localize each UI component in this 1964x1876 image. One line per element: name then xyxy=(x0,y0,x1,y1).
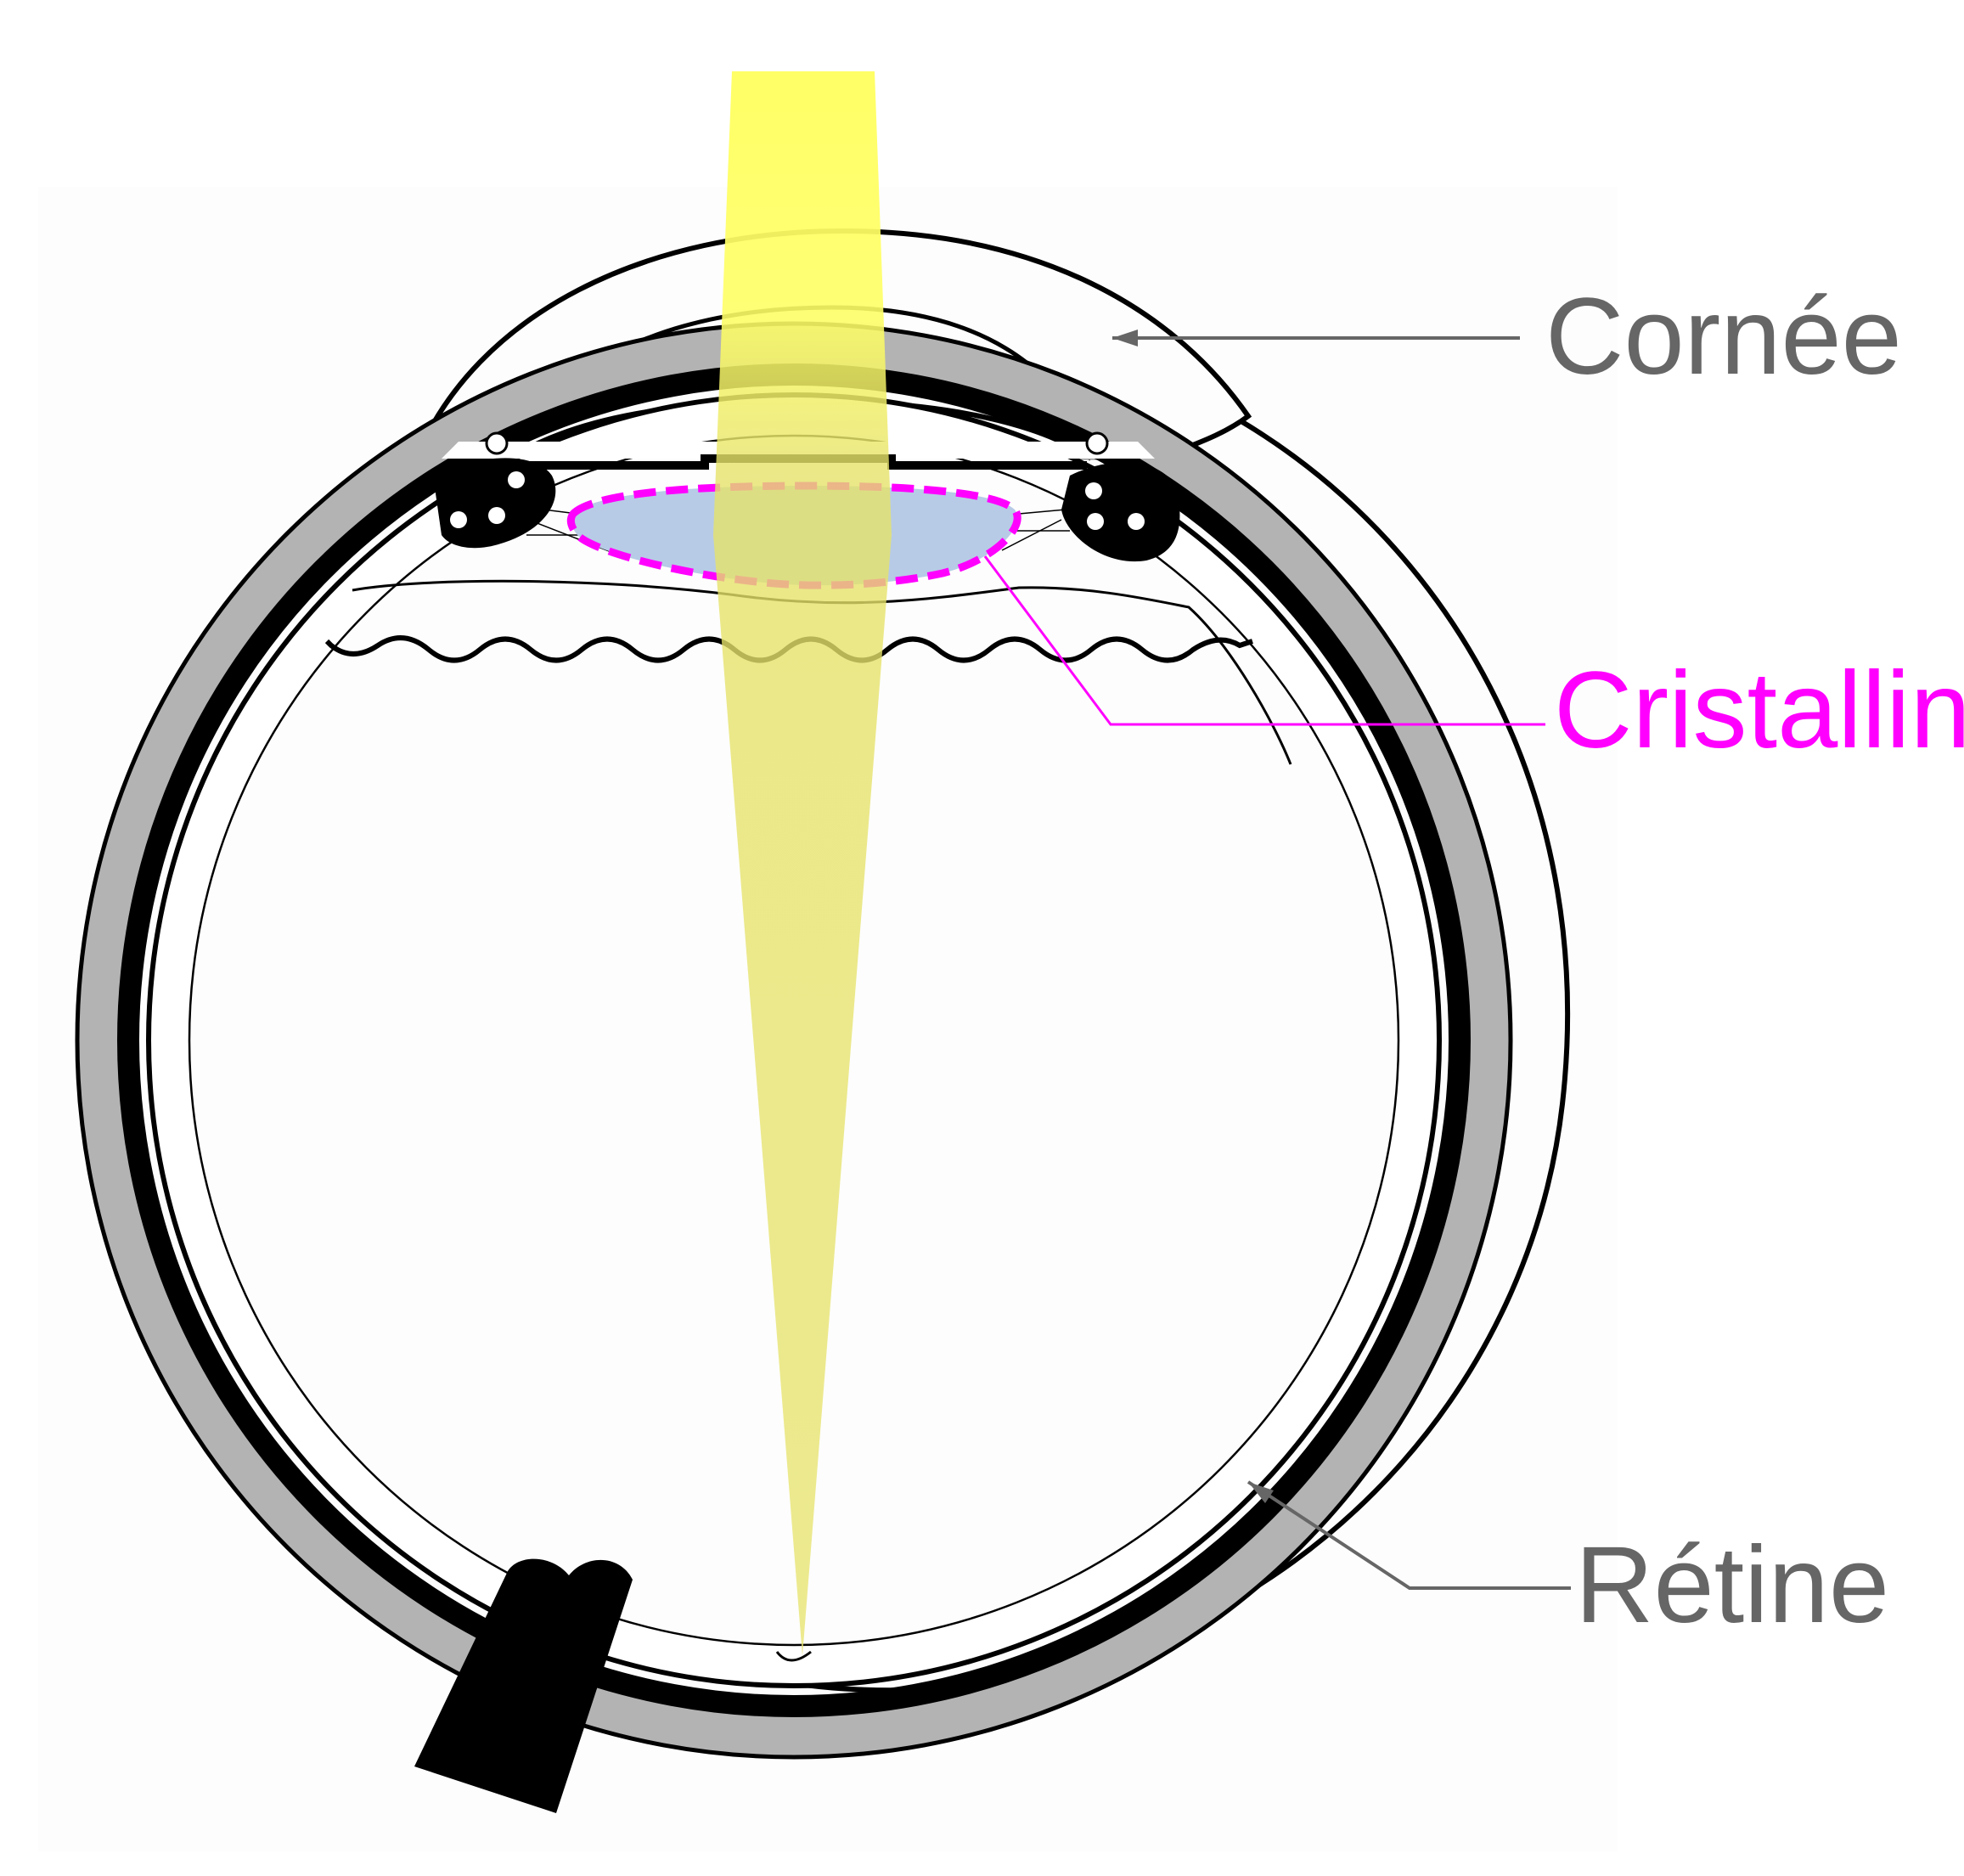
optic-nerve xyxy=(414,1558,633,1813)
cornea-label: Cornée xyxy=(1545,276,1902,397)
canal-left xyxy=(485,431,509,455)
focal-point xyxy=(775,1650,812,1662)
lens-label: Cristallin xyxy=(1554,650,1964,771)
retina-label: Rétine xyxy=(1575,1524,1889,1646)
light-beam xyxy=(713,71,892,1656)
vitreous-top-line xyxy=(352,579,1292,765)
retina-leader xyxy=(1246,1480,1571,1590)
canal-right xyxy=(1085,431,1109,455)
lens-leader xyxy=(983,555,1545,726)
cornea-outer-arc xyxy=(414,228,1252,461)
cornea-leader xyxy=(1112,330,1520,346)
